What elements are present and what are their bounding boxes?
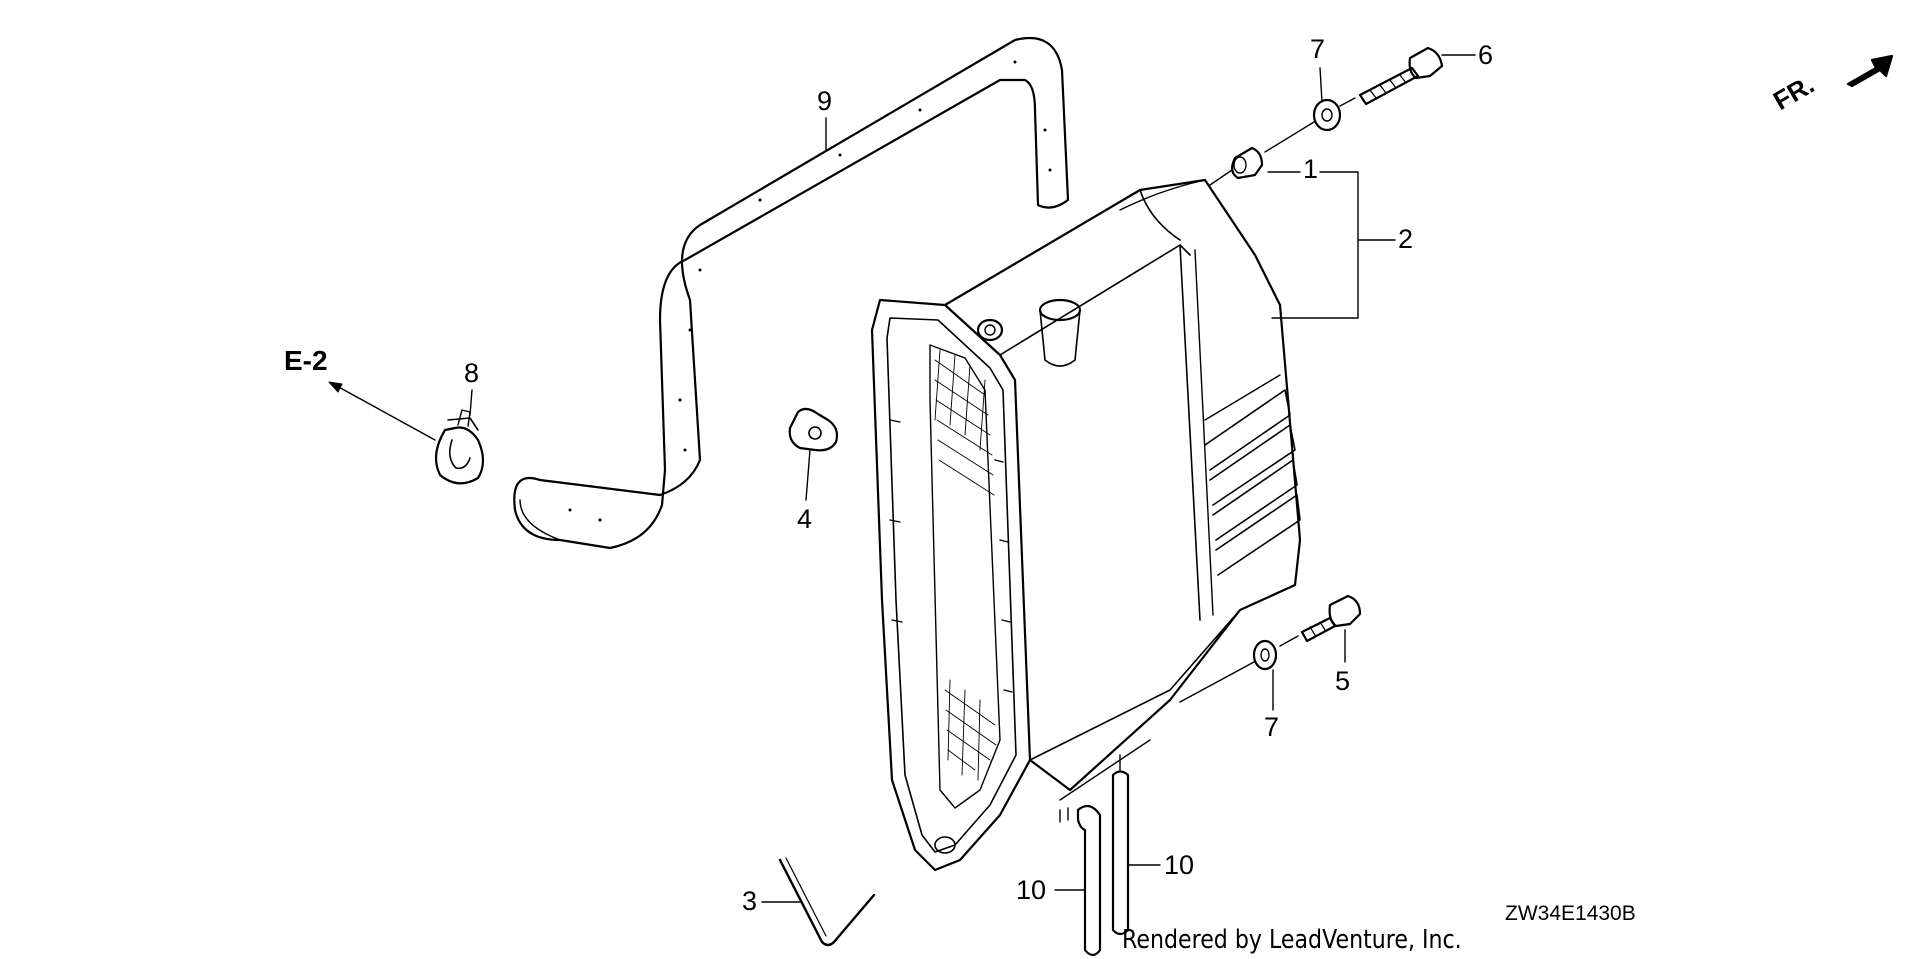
- bolt-top-part[interactable]: [1358, 46, 1444, 106]
- breather-hose-part[interactable]: [513, 36, 1070, 550]
- reference-label-e2[interactable]: E-2: [284, 345, 328, 376]
- air-cleaner-case-part[interactable]: [870, 178, 1302, 872]
- front-direction-arrow: [1846, 54, 1894, 88]
- callout-1[interactable]: 1: [1303, 154, 1319, 184]
- render-credit: Rendered by LeadVenture, Inc.: [1122, 925, 1462, 955]
- callout-7-bottom[interactable]: 7: [1264, 712, 1280, 742]
- callout-8[interactable]: 8: [464, 358, 480, 388]
- washer-bottom-part[interactable]: [1252, 639, 1278, 671]
- callout-6[interactable]: 6: [1478, 40, 1494, 70]
- hose-clip-part[interactable]: [434, 409, 485, 485]
- callout-2[interactable]: 2: [1398, 224, 1414, 254]
- drain-tube-left-part[interactable]: [1076, 804, 1102, 957]
- drain-tube-right-part[interactable]: [1111, 770, 1130, 936]
- callout-9[interactable]: 9: [817, 86, 833, 116]
- washer-top-part[interactable]: [1312, 98, 1342, 132]
- callout-3[interactable]: 3: [742, 886, 758, 916]
- callout-leaders: [469, 54, 1476, 903]
- bolt-bottom-part[interactable]: [1300, 594, 1362, 643]
- callout-4[interactable]: 4: [797, 504, 813, 534]
- callout-10-left[interactable]: 10: [1016, 875, 1047, 905]
- grommet-part[interactable]: [788, 407, 839, 452]
- filter-screen-mesh: [934, 349, 997, 781]
- bushing-part[interactable]: [1231, 146, 1264, 180]
- callout-5[interactable]: 5: [1335, 666, 1351, 696]
- callout-10-right[interactable]: 10: [1164, 850, 1195, 880]
- wire-rod-part[interactable]: [778, 857, 876, 947]
- diagram-code: ZW34E1430B: [1505, 902, 1636, 925]
- callout-7-top[interactable]: 7: [1310, 34, 1326, 64]
